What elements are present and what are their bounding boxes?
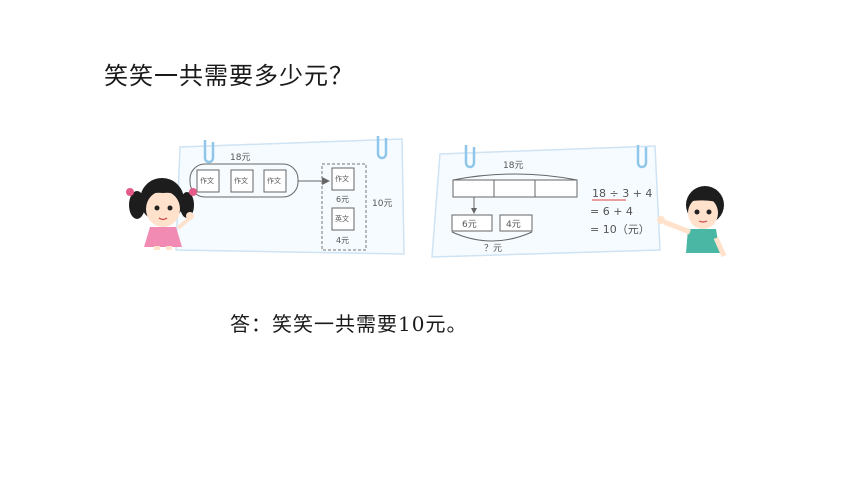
result-price1: 6元 (336, 195, 349, 204)
girl-character (126, 178, 197, 250)
equation-line2: = 6 + 4 (590, 205, 633, 218)
part2-label: 4元 (506, 220, 521, 230)
svg-text:作文: 作文 (200, 176, 214, 185)
book-box: 作文 (230, 169, 254, 193)
part1-label: 6元 (462, 220, 477, 230)
right-total-label: 18元 (503, 161, 523, 171)
paperclip-icon (203, 140, 215, 164)
book-box: 作文 (263, 169, 287, 193)
paperclip-icon (464, 145, 476, 169)
sum-label: 10元 (372, 199, 392, 209)
question-mark-label: ？元 (484, 244, 502, 254)
svg-text:作文: 作文 (234, 176, 248, 185)
equation-line3: = 10（元） (590, 223, 650, 236)
svg-text:作文: 作文 (267, 176, 281, 185)
left-total-label: 18元 (230, 153, 250, 163)
result-book2: 英文 (335, 214, 349, 223)
paperclip-icon (376, 136, 388, 160)
answer-text: 答：笑笑一共需要10元。 (230, 312, 468, 336)
result-price2: 4元 (336, 236, 349, 245)
result-book1: 作文 (335, 174, 349, 183)
left-card: 18元 作文 作文 作文 作文 6元 英文 4元 10元 (175, 136, 405, 255)
right-card: 18元 6元 4元 ？元 18 ÷ 3 + 4 = 6 + 4 = 10（元） (431, 145, 661, 258)
equation-line1: 18 ÷ 3 + 4 (592, 187, 652, 200)
boy-character (657, 186, 727, 258)
book-box: 作文 (196, 169, 220, 193)
paperclip-icon (636, 145, 648, 169)
segment-bar (452, 179, 578, 198)
question-text: 笑笑一共需要多少元？ (104, 62, 354, 90)
